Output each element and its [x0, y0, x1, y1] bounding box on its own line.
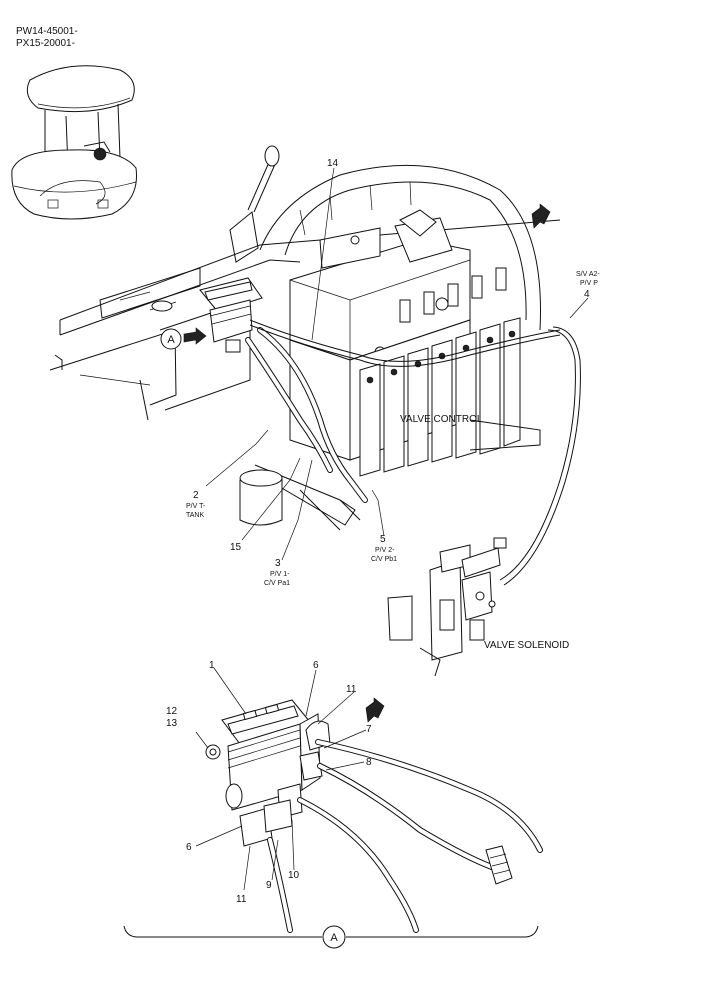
solenoid-valve-assembly — [387, 537, 507, 677]
main-assembly-view: A 14 2 P/V T- TANK 15 3 P/V 1- C/V Pa1 5… — [49, 145, 600, 677]
detail-view-arrow-icon — [365, 697, 385, 723]
callout-3-desc-1: P/V 1- — [270, 571, 290, 578]
detail-callout-8: 8 — [366, 757, 372, 768]
callout-3-desc-2: C/V Pa1 — [264, 580, 290, 587]
valve-control-label: VALVE,CONTROL — [400, 414, 483, 425]
view-direction-arrow-icon — [531, 203, 551, 229]
detail-view-a-label: A — [330, 932, 338, 944]
detail-callout-6-bottom: 6 — [186, 842, 192, 853]
callout-2-desc-2: TANK — [186, 512, 204, 519]
detail-callout-6-top: 6 — [313, 660, 319, 671]
callout-2-desc-1: P/V T- — [186, 503, 206, 510]
valve-stack — [359, 267, 521, 477]
callout-2: 2 — [193, 490, 199, 501]
detail-callout-11-bottom: 11 — [236, 894, 247, 905]
callout-4-desc-1: S/V A2- — [576, 271, 600, 278]
detail-view-a: 1 6 11 12 13 7 8 6 11 9 10 A — [123, 660, 543, 949]
detail-view-a-circle — [322, 925, 346, 949]
detail-callout-11-top: 11 — [346, 684, 357, 695]
detail-marker-a-label: A — [167, 334, 175, 346]
detail-callout-1: 1 — [209, 660, 215, 671]
callout-5-desc-1: P/V 2- — [375, 547, 395, 554]
detail-callout-10: 10 — [288, 870, 300, 881]
callout-4: 4 — [584, 289, 590, 300]
valve-solenoid-label: VALVE SOLENOID — [484, 640, 569, 651]
callout-3: 3 — [275, 558, 281, 569]
callout-5: 5 — [380, 534, 386, 545]
callout-15: 15 — [230, 542, 242, 553]
detail-marker-a-circle — [160, 328, 182, 350]
detail-callout-7: 7 — [366, 724, 372, 735]
detail-bracket — [123, 925, 539, 938]
detail-callout-9: 9 — [266, 880, 272, 891]
serial-range-2: PX15-20001- — [16, 38, 75, 49]
machine-thumbnail — [11, 65, 137, 220]
callout-14: 14 — [327, 158, 339, 169]
callout-4-desc-2: P/V P — [580, 280, 598, 287]
detail-arrow-icon — [183, 327, 207, 345]
callout-5-desc-2: C/V Pb1 — [371, 556, 397, 563]
detail-callout-13: 13 — [166, 718, 178, 729]
serial-range-1: PW14-45001- — [16, 26, 78, 37]
detail-callout-12: 12 — [166, 706, 178, 717]
